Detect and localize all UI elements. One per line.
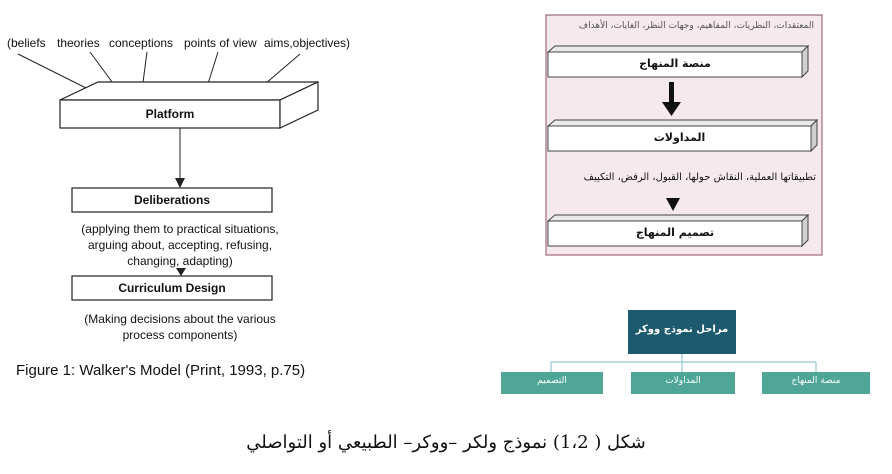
curriculum-note-line-1: (Making decisions about the various	[84, 312, 276, 326]
arabic-curriculum-design-slab	[546, 213, 810, 248]
curriculum-note-line-2: process components)	[122, 328, 238, 342]
arabic-platform-label: منصة المنهاج	[639, 57, 711, 70]
label-points-of-view: points of view	[184, 36, 257, 50]
arabic-curriculum-design-label: تصميم المنهاج	[635, 226, 715, 239]
deliberations-note: (applying them to practical situations, …	[60, 221, 300, 269]
label-conceptions: conceptions	[109, 36, 174, 50]
arabic-header: المعتقدات، النظريات، المفاهيم، وجهات الن…	[578, 21, 814, 31]
curriculum-note: (Making decisions about the various proc…	[60, 311, 300, 343]
tree-child-design-label: التصميم	[537, 376, 567, 386]
arrow-platform-to-deliberations	[175, 128, 185, 188]
arabic-deliberations-slab	[546, 118, 819, 153]
tree-child-deliberations-box	[631, 372, 735, 394]
arrow-to-curriculum-design	[176, 268, 186, 276]
label-beliefs: (beliefs	[7, 36, 46, 50]
label-aims-objectives: aims,objectives)	[264, 36, 351, 50]
label-theories: theories	[57, 36, 100, 50]
arabic-platform-slab	[546, 44, 810, 79]
deliberations-note-line-1: (applying them to practical situations,	[81, 222, 279, 236]
label-pointer-lines	[17, 51, 301, 93]
curriculum-design-box	[71, 275, 273, 301]
arabic-deliberations-label: المداولات	[653, 131, 706, 144]
deliberations-label: Deliberations	[133, 193, 211, 207]
tree-child-platform-label: منصة المنهاج	[791, 376, 841, 386]
tree-child-deliberations-label: المداولات	[665, 376, 701, 386]
tree-connectors	[550, 354, 817, 372]
deliberations-box	[71, 187, 273, 213]
tree-root-box	[628, 310, 736, 354]
deliberations-note-line-3: changing, adapting)	[127, 254, 233, 268]
platform-label: Platform	[145, 107, 195, 121]
platform-slab	[59, 81, 319, 129]
deliberations-note-line-2: arguing about, accepting, refusing,	[87, 238, 273, 252]
curriculum-design-label: Curriculum Design	[118, 281, 226, 295]
bottom-caption: شكل ( 1،2) نموذج ولكر –ووكر– الطبيعي أو …	[246, 432, 646, 453]
figure-caption: Figure 1: Walker's Model (Print, 1993, p…	[16, 362, 306, 379]
arabic-arrow-2	[666, 198, 680, 211]
tree-child-design-box	[501, 372, 603, 394]
arabic-arrow-1	[662, 82, 681, 116]
tree-child-platform-box	[762, 372, 870, 394]
arabic-deliberations-note: تطبيقاتها العملية، النقاش حولها، القبول،…	[583, 172, 816, 183]
tree-root-label: مراحل نموذج ووكر	[635, 324, 729, 335]
